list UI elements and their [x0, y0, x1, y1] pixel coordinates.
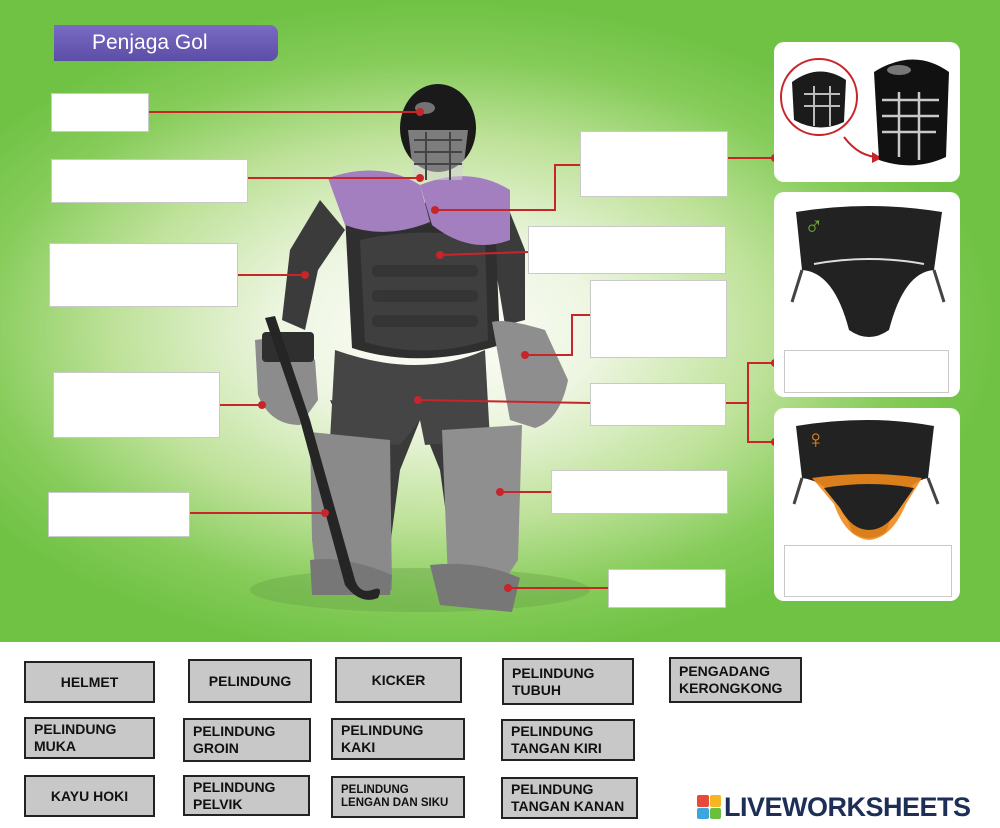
leader-line: [525, 314, 590, 356]
liveworksheets-logo: LIVEWORKSHEETS: [697, 791, 971, 822]
female-groin-protector-illustration: [792, 420, 940, 540]
word-chip-pelindung-pelvik[interactable]: PELINDUNG PELVIK: [183, 775, 310, 816]
answer-box-leg-pads[interactable]: [551, 470, 728, 514]
leader-line: [726, 362, 775, 404]
illustration: [149, 84, 779, 612]
ground-shadow: [250, 568, 590, 612]
word-bank: HELMET PELINDUNG KICKER PELINDUNG TUBUH …: [0, 642, 1000, 828]
logo-text: LIVEWORKSHEETS: [724, 791, 971, 822]
answer-box-right-glove[interactable]: [53, 372, 220, 438]
logo-icon: [697, 795, 721, 819]
word-chip-pelindung-lengan-siku[interactable]: PELINDUNG LENGAN DAN SIKU: [331, 776, 465, 818]
leader-line: [747, 403, 775, 443]
answer-box-stick[interactable]: [48, 492, 190, 537]
answer-box-body[interactable]: [528, 226, 726, 274]
helmet-illustration: [780, 58, 949, 166]
answer-box-helmet[interactable]: [51, 93, 149, 132]
answer-box-throat-guard[interactable]: [580, 131, 728, 197]
word-chip-helmet[interactable]: HELMET: [24, 661, 155, 703]
answer-box-pelvic[interactable]: [590, 383, 726, 426]
answer-box-face-mask[interactable]: [51, 159, 248, 203]
word-chip-pelindung-tangan-kiri[interactable]: PELINDUNG TANGAN KIRI: [501, 719, 635, 761]
answer-box-kicker[interactable]: [608, 569, 726, 608]
word-chip-pelindung-muka[interactable]: PELINDUNG MUKA: [24, 717, 155, 759]
helmet-image-panel: [774, 42, 960, 182]
male-groin-protector-illustration: [790, 206, 946, 337]
answer-box-female-groin[interactable]: [784, 545, 952, 597]
word-chip-pelindung-tangan-kanan[interactable]: PELINDUNG TANGAN KANAN: [501, 777, 638, 819]
answer-box-left-glove[interactable]: [590, 280, 727, 358]
female-symbol: ♀: [806, 424, 826, 454]
male-symbol: ♂: [804, 210, 824, 240]
word-chip-pelindung-groin[interactable]: PELINDUNG GROIN: [183, 718, 311, 762]
answer-box-arm-elbow[interactable]: [49, 243, 238, 307]
leader-lines: [149, 111, 775, 589]
leader-line: [439, 251, 529, 256]
worksheet-title: Penjaga Gol: [54, 25, 278, 61]
female-groin-protector-panel: ♀: [774, 408, 960, 601]
word-chip-kicker[interactable]: KICKER: [335, 657, 462, 703]
goalkeeper-figure: [255, 84, 568, 612]
worksheet-canvas: Penjaga Gol: [0, 0, 1000, 642]
word-chip-pengadang-kerongkong[interactable]: PENGADANG KERONGKONG: [669, 657, 802, 703]
word-chip-pelindung-tubuh[interactable]: PELINDUNG TUBUH: [502, 658, 634, 705]
answer-box-male-groin[interactable]: [784, 350, 949, 393]
word-chip-pelindung-kaki[interactable]: PELINDUNG KAKI: [331, 718, 465, 760]
word-chip-kayu-hoki[interactable]: KAYU HOKI: [24, 775, 155, 817]
word-chip-pelindung[interactable]: PELINDUNG: [188, 659, 312, 703]
male-groin-protector-panel: ♂: [774, 192, 960, 397]
leader-line: [435, 164, 580, 211]
leader-line: [417, 399, 591, 404]
